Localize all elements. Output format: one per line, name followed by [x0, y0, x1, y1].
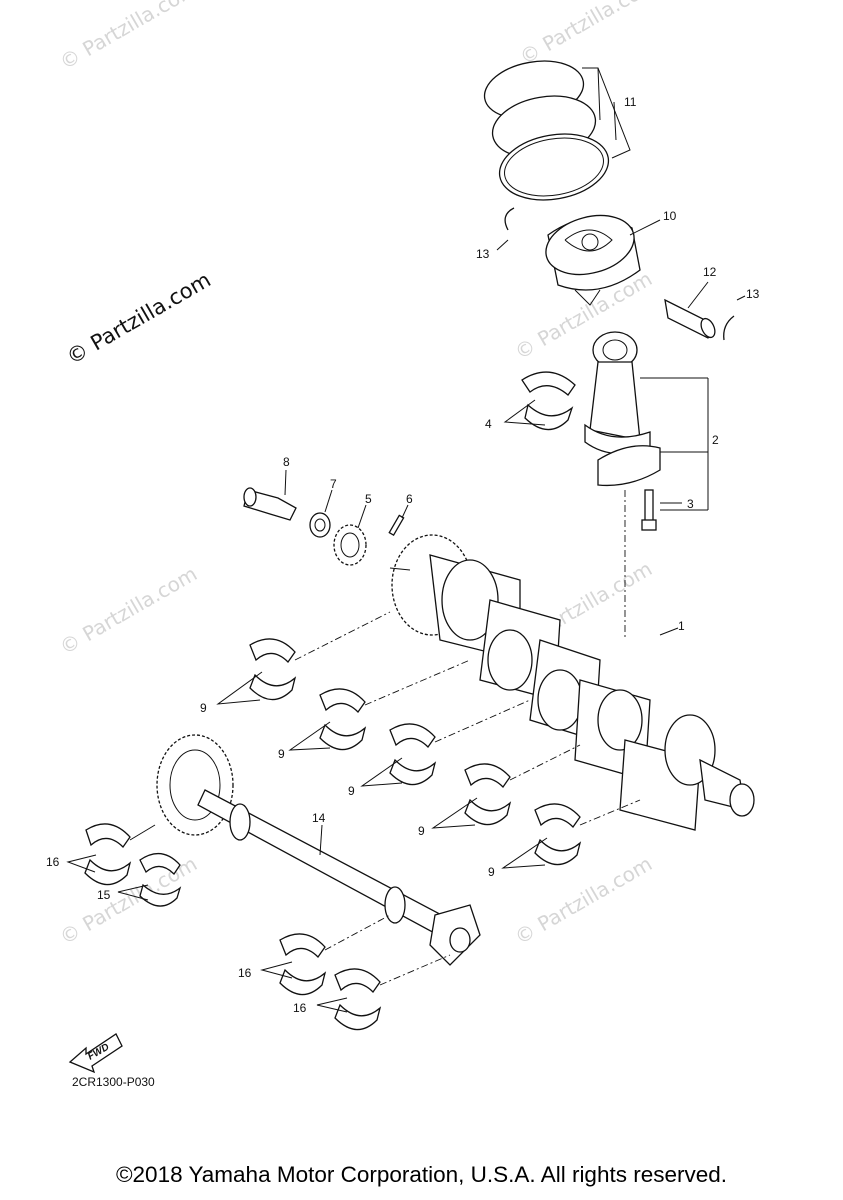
callout-10: 10	[663, 209, 677, 223]
callout-7: 7	[330, 477, 337, 491]
balancer-bearings	[66, 823, 451, 1031]
fwd-arrow-icon: FWD	[68, 1033, 123, 1074]
drive-gear	[333, 504, 367, 566]
callout-11: 11	[624, 95, 637, 109]
piston-pin	[664, 281, 716, 339]
callout-9: 9	[418, 824, 425, 838]
callout-8: 8	[283, 455, 290, 469]
watermark: © Partzilla.com	[56, 0, 202, 74]
cam-sprocket-bolt	[243, 469, 297, 521]
conrod-bolt	[641, 489, 682, 531]
callout-12: 12	[703, 265, 717, 279]
callout-13: 13	[476, 247, 490, 261]
callout-15: 15	[97, 888, 111, 902]
key	[388, 504, 409, 537]
callout-9: 9	[488, 865, 495, 879]
callout-16: 16	[293, 1001, 307, 1015]
piston-rings	[483, 60, 631, 201]
connecting-rod	[584, 331, 709, 640]
conrod-bearings	[503, 371, 576, 431]
callout-5: 5	[365, 492, 372, 506]
piston	[545, 214, 661, 306]
callout-3: 3	[687, 497, 694, 511]
main-bearings	[216, 611, 641, 869]
callout-9: 9	[278, 747, 285, 761]
watermark-main: © Partzilla.com	[63, 268, 215, 370]
copyright-notice: ©2018 Yamaha Motor Corporation, U.S.A. A…	[115, 1162, 728, 1187]
callout-16: 16	[238, 966, 252, 980]
callout-2: 2	[712, 433, 719, 447]
crankshaft	[389, 534, 755, 831]
diagram-code: 2CR1300-P030	[72, 1075, 155, 1089]
callout-4: 4	[485, 417, 492, 431]
watermark: © Partzilla.com	[56, 561, 202, 659]
callout-9: 9	[348, 784, 355, 798]
callouts: 1 2 3 4 5 6 7 8 9 9 9 9 9 10 11 12 13 13…	[46, 95, 760, 1015]
callout-14: 14	[312, 811, 326, 825]
callout-6: 6	[406, 492, 413, 506]
callout-1: 1	[678, 619, 685, 633]
balancer-shaft	[156, 734, 481, 966]
washer	[309, 489, 333, 538]
callout-13: 13	[746, 287, 760, 301]
watermark: © Partzilla.com	[516, 0, 662, 69]
circlip-left	[504, 207, 515, 231]
circlip-right	[723, 315, 735, 341]
callout-9: 9	[200, 701, 207, 715]
callout-16: 16	[46, 855, 60, 869]
